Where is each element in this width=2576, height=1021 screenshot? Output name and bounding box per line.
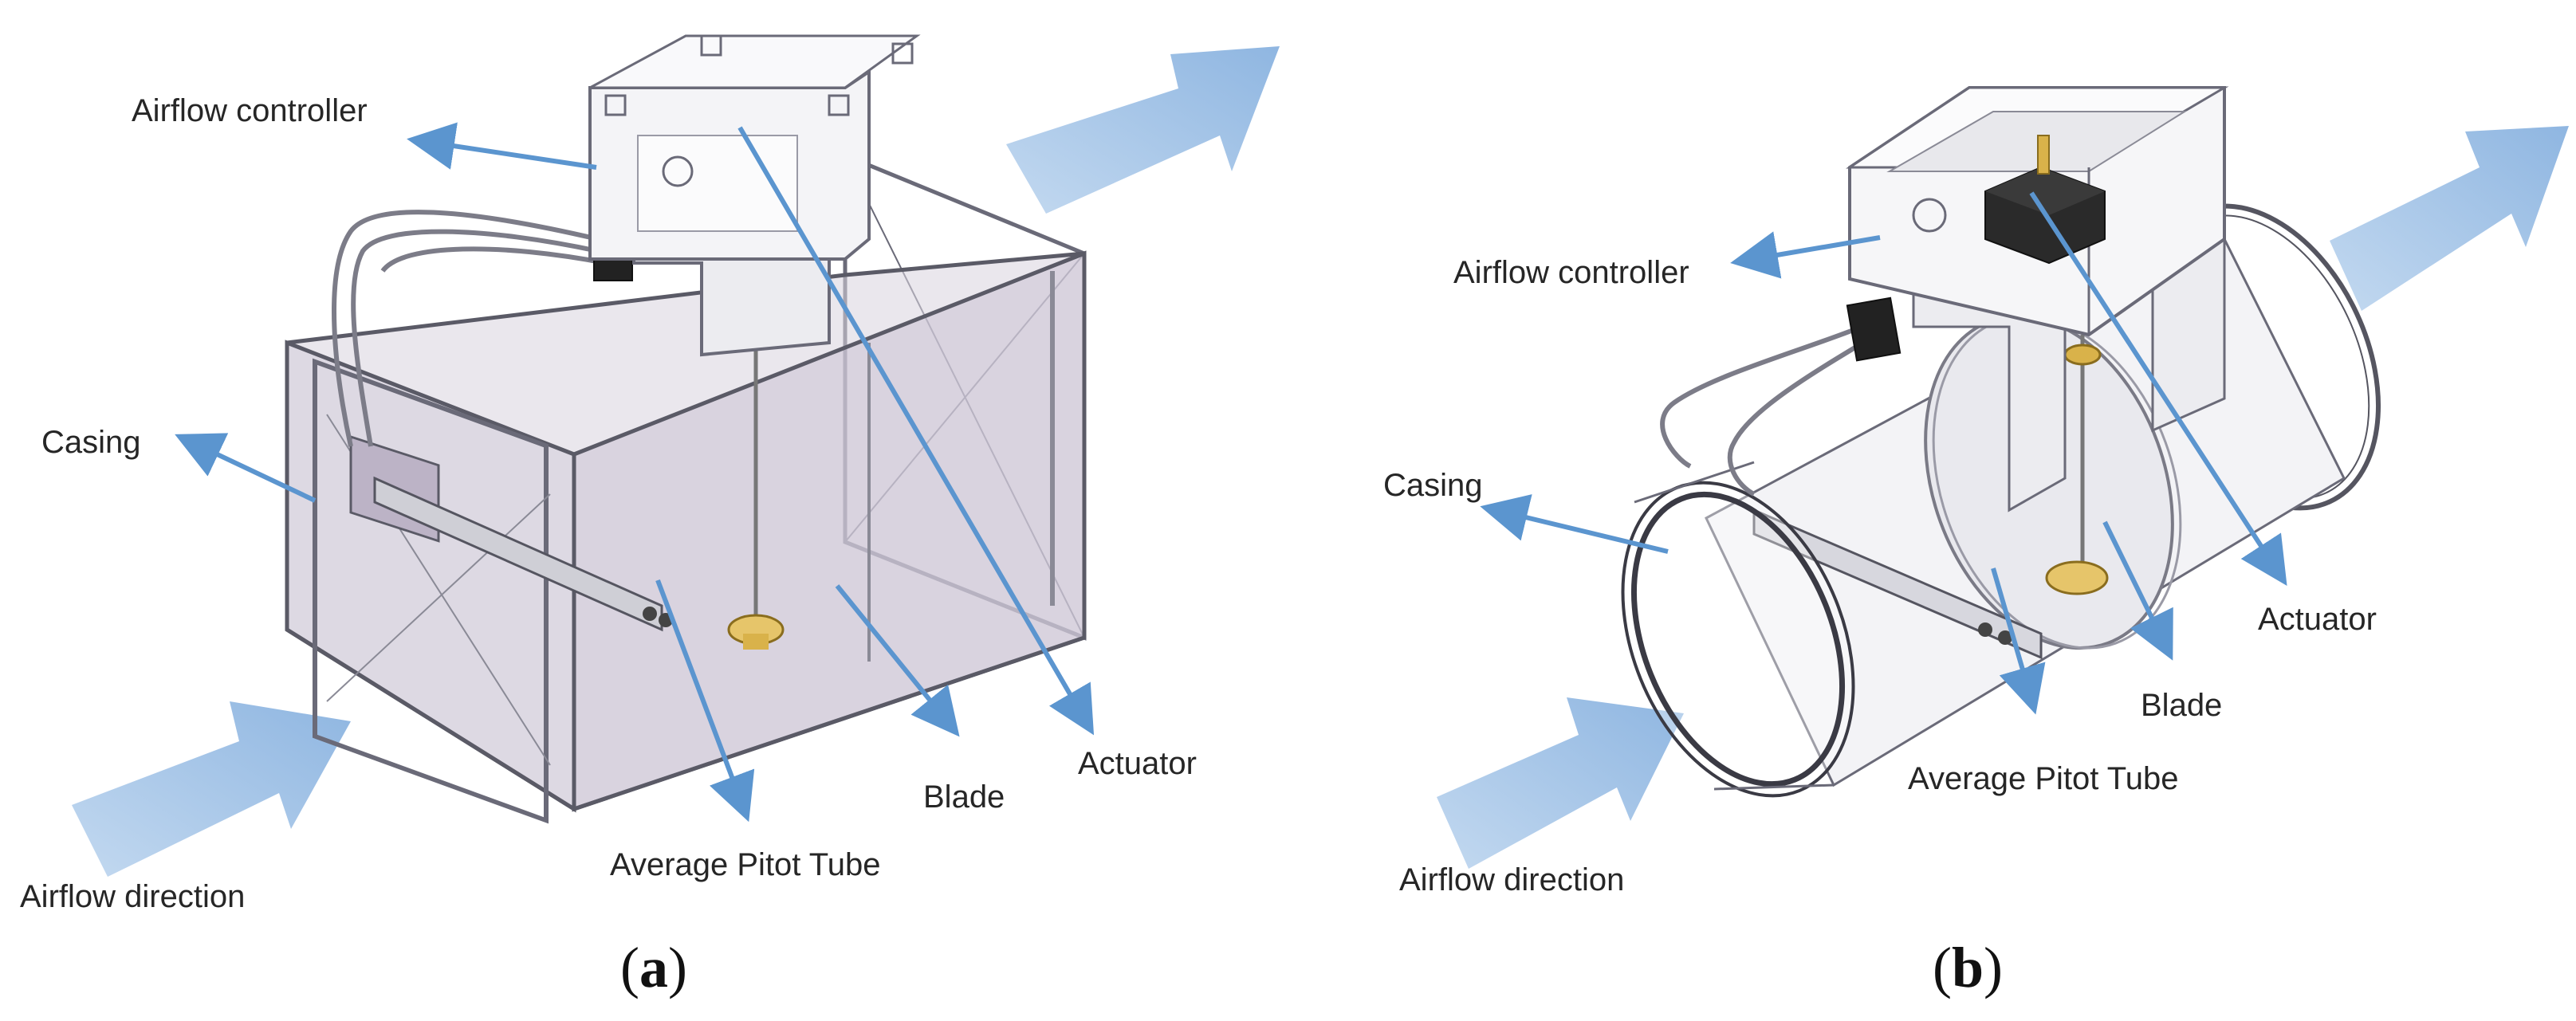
leader-actuator-a [737, 126, 1095, 736]
caption-a: (a) [620, 936, 687, 999]
label-airflow-controller-b: Airflow controller [1453, 255, 1689, 290]
label-actuator-a: Actuator [1078, 746, 1197, 781]
cables-a [332, 210, 607, 447]
leader-arrows-a [175, 122, 1095, 823]
label-casing-a: Casing [41, 425, 141, 460]
leader-casing-a [175, 433, 317, 503]
panel-b: Airflow controller Casing Actuator Blade… [1383, 86, 2569, 999]
flow-arrow-in-b [1437, 697, 1684, 869]
duct-front-ring-b [1621, 461, 1855, 798]
label-airflow-direction-b: Airflow direction [1399, 862, 1624, 897]
panel-a: Airflow controller Casing Actuator Blade… [20, 34, 1280, 999]
leader-controller-a [407, 122, 597, 170]
airflow-controller-a [588, 34, 921, 357]
leader-pitot-b [1991, 567, 2046, 715]
flow-arrow-in-a [72, 701, 351, 877]
cables-b [1660, 324, 1871, 497]
pitot-tube-a [349, 434, 673, 632]
airflow-controller-b [1846, 86, 2229, 337]
flow-arrow-out-a [1006, 46, 1280, 214]
connector-b [1846, 296, 1902, 362]
label-average-pitot-tube-a: Average Pitot Tube [610, 847, 881, 882]
casing-a [285, 250, 1087, 824]
label-blade-a: Blade [923, 779, 1005, 815]
label-casing-b: Casing [1383, 468, 1483, 503]
label-blade-b: Blade [2141, 688, 2222, 723]
leader-arrows-b [1480, 191, 2287, 715]
blade-shaft-b [2045, 335, 2109, 595]
flow-arrow-out-b [2330, 126, 2569, 311]
pitot-tube-b [1752, 508, 2043, 660]
caption-b: (b) [1933, 936, 2003, 999]
leader-casing-b [1480, 494, 1669, 554]
leader-blade-a [835, 584, 960, 737]
label-average-pitot-tube-b: Average Pitot Tube [1908, 761, 2179, 796]
leader-actuator-b [2029, 191, 2287, 587]
leader-controller-b [1730, 231, 1881, 279]
label-airflow-controller-a: Airflow controller [132, 93, 368, 128]
label-actuator-b: Actuator [2258, 602, 2377, 637]
leader-pitot-a [655, 579, 755, 823]
label-airflow-direction-a: Airflow direction [20, 879, 245, 914]
leader-blade-b [2102, 520, 2173, 661]
